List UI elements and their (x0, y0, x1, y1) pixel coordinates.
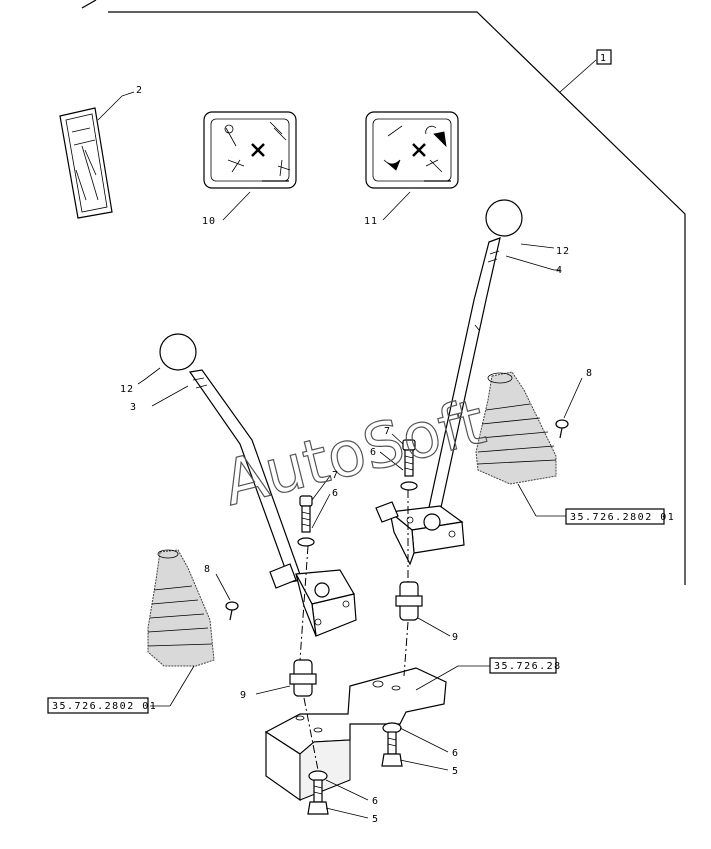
callout-11: 11 (364, 216, 378, 227)
callout-6-plate-right: 6 (452, 748, 459, 759)
callout-6-plate-left: 6 (372, 796, 379, 807)
callout-8-right: 8 (586, 368, 593, 379)
right-boot (475, 371, 566, 517)
callout-box-1 (596, 49, 612, 65)
callout-12-right: 12 (556, 246, 570, 257)
left-boot (147, 549, 215, 707)
ref-box-boot-left (47, 697, 149, 714)
right-screw (379, 433, 418, 491)
decal-card (59, 91, 135, 219)
callout-6-left: 6 (332, 488, 339, 499)
left-lever (137, 333, 303, 583)
left-ujoint (255, 659, 317, 697)
callout-5-plate-right: 5 (452, 766, 459, 777)
right-bracket (375, 501, 465, 566)
decal-11 (365, 111, 459, 221)
plate-bolt-left (307, 770, 369, 819)
ref-box-boot-right (565, 508, 665, 525)
callout-6-right: 6 (370, 447, 377, 458)
callout-10: 10 (202, 216, 216, 227)
ref-boot-left: 35.726.2802 01 (52, 701, 157, 712)
decal-10 (203, 111, 297, 221)
callout-4: 4 (556, 265, 563, 276)
right-ujoint (395, 581, 451, 637)
left-bracket (269, 563, 357, 637)
callout-9-left: 9 (240, 690, 247, 701)
callout-3: 3 (130, 402, 137, 413)
watermark: AutoSoft (216, 385, 492, 520)
group-bracket (81, 0, 686, 585)
callout-7-left: 7 (332, 470, 339, 481)
ref-box-plate (489, 657, 557, 674)
left-screw-8 (215, 573, 239, 621)
knob-right (485, 199, 523, 237)
callout-5-plate-left: 5 (372, 814, 379, 825)
right-screw-8 (555, 377, 583, 439)
centerlines (299, 490, 409, 771)
knob-left (159, 333, 197, 371)
callout-1: 1 (600, 53, 607, 64)
callout-8-left: 8 (204, 564, 211, 575)
ref-boot-right: 35.726.2802 01 (570, 512, 675, 523)
callout-12-left: 12 (120, 384, 134, 395)
callout-2: 2 (136, 85, 143, 96)
callout-7-right: 7 (384, 426, 391, 437)
plate-bolt-right (381, 722, 449, 771)
ref-plate: 35.726.28 (494, 661, 562, 672)
left-screw (297, 475, 331, 547)
callout-9-right: 9 (452, 632, 459, 643)
